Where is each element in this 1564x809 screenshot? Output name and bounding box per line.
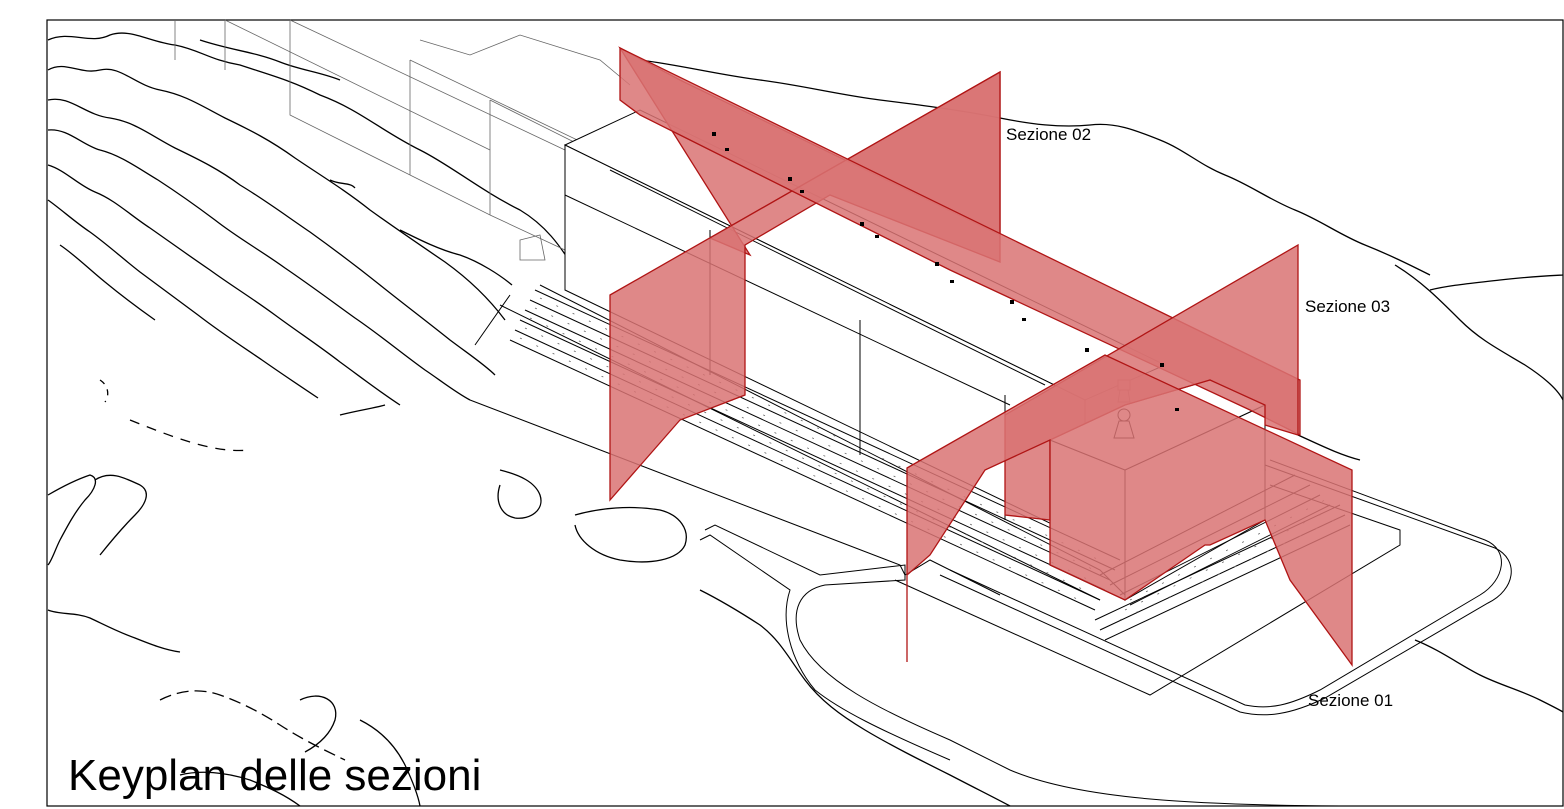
section-plane-02-vertical[interactable]	[609, 70, 1001, 502]
section-plane-01[interactable]	[906, 354, 1353, 667]
section-plane-02-strip[interactable]	[619, 46, 1301, 437]
top-markers	[712, 132, 1179, 411]
section-planes	[609, 46, 1353, 667]
terrain-contours	[47, 32, 576, 807]
drawing-border	[46, 19, 1564, 807]
section-label-03: Sezione 03	[1305, 297, 1390, 316]
section-label-01: Sezione 01	[1308, 691, 1393, 710]
terrain-contours-right	[359, 59, 1564, 807]
section-label-02: Sezione 02	[1006, 125, 1091, 144]
drawing-title: Keyplan delle sezioni	[68, 751, 481, 800]
